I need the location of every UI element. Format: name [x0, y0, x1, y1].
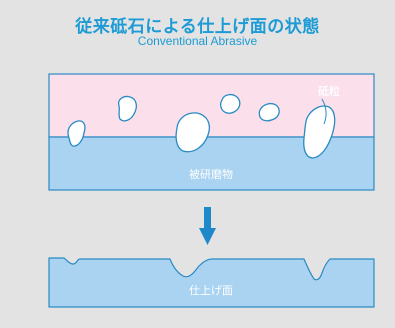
finished-surface-label: 仕上げ面: [189, 284, 233, 297]
workpiece-label: 被研磨物: [189, 167, 233, 181]
abrasive-grain: [67, 120, 86, 147]
abrasive-grain: [303, 105, 336, 159]
arrow-head: [199, 228, 216, 245]
process-arrow: [199, 207, 216, 245]
arrow-shaft: [204, 207, 211, 229]
grain-leader-line: [321, 98, 327, 125]
finished-workpiece: [48, 257, 375, 308]
diagram-subtitle: Conventional Abrasive: [137, 34, 258, 48]
abrasive-grain: [258, 103, 280, 122]
abrasive-grain: [175, 112, 211, 153]
grain-label: 砥粒: [318, 84, 340, 98]
abrasive-grains: [67, 93, 336, 159]
diagram-title: 従来砥石による仕上げ面の状態: [75, 17, 320, 36]
abrasive-grain: [219, 93, 241, 114]
abrasive-grain: [118, 95, 137, 122]
